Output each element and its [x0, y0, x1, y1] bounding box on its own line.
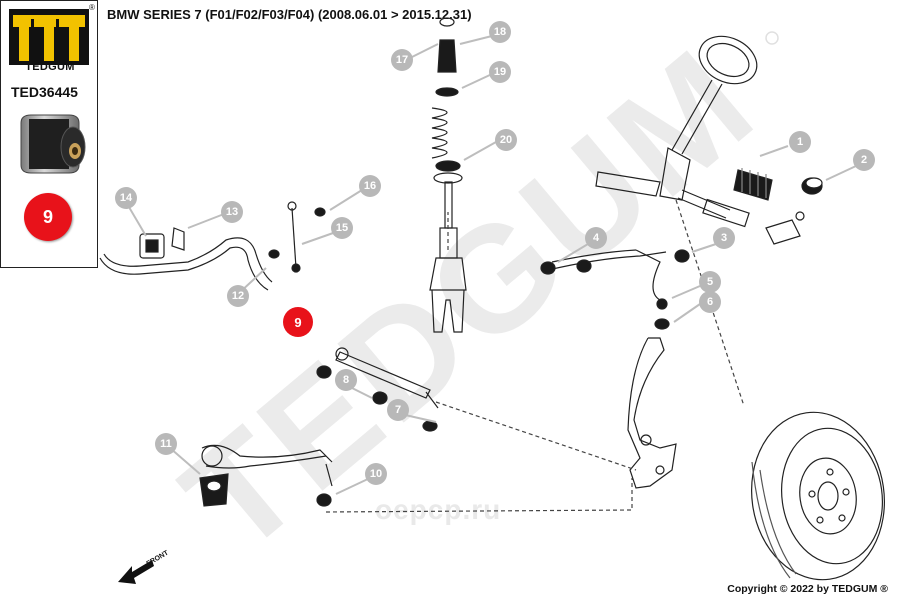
callout-8: 8 — [343, 374, 349, 386]
strut-assembly — [429, 17, 467, 333]
callout-10: 10 — [370, 468, 382, 480]
callout-13: 13 — [226, 206, 238, 218]
steering-knuckle — [627, 337, 677, 489]
stabilizer-bar — [99, 201, 326, 291]
part-2-cap — [801, 177, 823, 195]
lower-control-arm — [316, 347, 439, 432]
tedgum-logo-icon — [9, 9, 89, 65]
callout-12: 12 — [232, 290, 244, 302]
upper-control-arm — [540, 249, 690, 330]
callout-20: 20 — [500, 134, 512, 146]
callout-2: 2 — [861, 154, 867, 166]
registered-trademark-icon — [765, 31, 779, 45]
front-label: FRONT — [146, 549, 171, 567]
copyright-notice: Copyright © 2022 by TEDGUM ® — [727, 583, 888, 595]
bushing-thumbnail-icon — [20, 114, 86, 174]
highlight-callout-9[interactable]: 9 — [283, 307, 313, 337]
site-watermark: oepcp.ru — [375, 494, 502, 525]
wheel-assembly — [751, 411, 885, 581]
callouts: 1 2 3 4 5 6 7 8 10 11 12 13 14 15 16 17 … — [115, 21, 875, 495]
callout-15: 15 — [336, 222, 348, 234]
callout-4: 4 — [593, 232, 600, 244]
callout-6: 6 — [707, 296, 713, 308]
registered-mark: ® — [89, 3, 95, 12]
steering-assembly — [595, 35, 805, 245]
front-direction-arrow: FRONT — [118, 549, 171, 584]
callout-5: 5 — [707, 276, 713, 288]
steering-boot — [733, 168, 773, 201]
page-title: BMW SERIES 7 (F01/F02/F03/F04) (2008.06.… — [107, 7, 472, 22]
callout-19: 19 — [494, 66, 506, 78]
brand-name: TEDGUM — [25, 61, 75, 73]
position-badge: 9 — [24, 193, 72, 241]
part-number: TED36445 — [11, 84, 78, 100]
part-info-panel: ® TEDGUM TED36445 9 — [0, 0, 98, 268]
callout-7: 7 — [395, 404, 401, 416]
callout-1: 1 — [797, 136, 803, 148]
callout-11: 11 — [160, 438, 172, 450]
callout-18: 18 — [494, 26, 506, 38]
alignment-lines — [325, 199, 745, 513]
callout-16: 16 — [364, 180, 376, 192]
tension-strut — [199, 444, 333, 507]
callout-17: 17 — [396, 54, 408, 66]
callout-14: 14 — [120, 192, 133, 204]
callout-3: 3 — [721, 232, 727, 244]
